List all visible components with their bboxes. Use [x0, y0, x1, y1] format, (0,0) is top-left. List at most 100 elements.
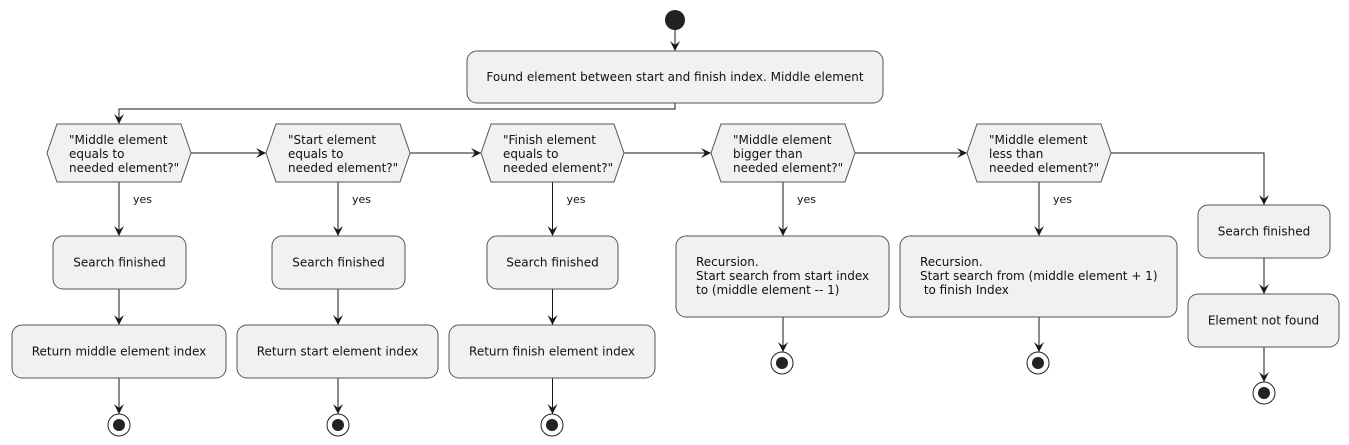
edge-branch-2-step-2-arrowhead — [333, 404, 343, 414]
decision-5-text-line: needed element?" — [989, 161, 1099, 175]
edge-else-step-2-arrowhead — [1259, 372, 1269, 382]
yes-label-2: yes — [352, 193, 371, 206]
yes-label-1: yes — [133, 193, 152, 206]
branch-1-action-2-text: Return middle element index — [32, 345, 207, 359]
start-action-text: Found element between start and finish i… — [486, 70, 863, 84]
edge-branch-5-step-1-arrowhead — [1034, 342, 1044, 352]
else-action-1: Search finished — [1197, 204, 1331, 259]
start-node — [665, 10, 685, 30]
decision-5-text-line: "Middle element — [989, 133, 1088, 147]
branch-1-action-1: Search finished — [52, 235, 187, 290]
start-action: Found element between start and finish i… — [466, 50, 884, 104]
end-node-5 — [1026, 351, 1050, 375]
decision-4-hexagon — [710, 123, 856, 183]
branch-1-action-2-text-line: Return middle element index — [32, 345, 207, 359]
edge-decision-3-yes-arrowhead — [547, 226, 558, 236]
decision-1-text-line: equals to — [69, 147, 124, 161]
branch-3-action-2-text: Return finish element index — [469, 345, 635, 359]
decision-4-text-line: bigger than — [733, 147, 803, 161]
decision-3-hexagon — [480, 123, 625, 183]
edge-decision-1-no-arrowhead — [256, 148, 266, 158]
decision-2-hexagon — [265, 123, 411, 183]
edge-branch-1-step-1-arrowhead — [114, 315, 124, 325]
branch-1-action-2: Return middle element index — [11, 324, 227, 379]
start-action-box — [466, 50, 884, 104]
end-node-else-ring — [1252, 381, 1276, 405]
decision-1-text-line: needed element?" — [69, 161, 179, 175]
else-action-2-box — [1187, 293, 1340, 348]
branch-4-action-1-text-line: to (middle element -- 1) — [696, 283, 839, 297]
edge-action-to-first-decision — [118, 103, 676, 124]
branch-5-action-1-text-line: Start search from (middle element + 1) — [920, 269, 1158, 283]
branch-2-action-2-text-line: Return start element index — [257, 345, 419, 359]
branch-5-action-1-box — [899, 235, 1178, 318]
end-node-5-ring — [1026, 351, 1050, 375]
end-node-2-ring — [326, 413, 350, 437]
else-action-2-text: Element not found — [1208, 314, 1319, 328]
yes-label-5: yes — [1053, 193, 1072, 206]
end-node-else — [1252, 381, 1276, 405]
decision-5-hexagon — [966, 123, 1112, 183]
decision-5-text-line: less than — [989, 147, 1043, 161]
branch-5-action-1-text-line: to finish Index — [920, 283, 1009, 297]
edge-decision-1-yes-arrowhead — [114, 226, 124, 236]
branch-2-action-2-box — [236, 324, 439, 379]
else-action-1-box — [1197, 204, 1331, 259]
decision-3-text-line: equals to — [503, 147, 558, 161]
branch-1-action-2-box — [11, 324, 227, 379]
branch-5-action-1-text-line: Recursion. — [920, 255, 983, 269]
branch-2-action-2: Return start element index — [236, 324, 439, 379]
else-action-2: Element not found — [1187, 293, 1340, 348]
decision-2-text-line: equals to — [288, 147, 343, 161]
branch-2-action-1-text-line: Search finished — [292, 256, 384, 270]
else-action-1-text: Search finished — [1218, 225, 1310, 239]
end-node-else-dot — [1258, 387, 1270, 399]
edge-decision-5-no-arrowhead — [1259, 195, 1269, 205]
branch-1-action-1-text: Search finished — [73, 256, 165, 270]
decision-3-text-line: needed element?" — [503, 161, 613, 175]
nodes: Found element between start and finish i… — [11, 10, 1340, 437]
edge-decision-4-yes-arrowhead — [778, 226, 788, 236]
edge-branch-4-step-1-arrowhead — [778, 342, 788, 352]
end-node-5-dot — [1032, 357, 1044, 369]
branch-5-action-1: Recursion.Start search from (middle elem… — [899, 235, 1178, 318]
decision-4-text-line: needed element?" — [733, 161, 843, 175]
branch-5-action-1-text: Recursion.Start search from (middle elem… — [920, 255, 1158, 297]
else-action-1-text-line: Search finished — [1218, 225, 1310, 239]
branch-4-action-1-box — [675, 235, 890, 318]
yes-label-3: yes — [567, 193, 586, 206]
branch-3-action-1-text-line: Search finished — [506, 256, 598, 270]
decision-3-text-line: "Finish element — [503, 133, 596, 147]
end-node-2-dot — [332, 419, 344, 431]
else-action-2-text-line: Element not found — [1208, 314, 1319, 328]
edge-action-to-first-decision-arrowhead — [114, 114, 124, 124]
end-node-1 — [107, 413, 131, 437]
end-node-1-ring — [107, 413, 131, 437]
decision-4-text-line: "Middle element — [733, 133, 832, 147]
decision-2-text-line: "Start element — [288, 133, 376, 147]
decision-1-text-line: "Middle element — [69, 133, 168, 147]
branch-4-action-1-text-line: Start search from start index — [696, 269, 869, 283]
branch-2-action-1-box — [271, 235, 406, 290]
end-node-4 — [770, 351, 794, 375]
branch-3-action-1-box — [486, 235, 619, 290]
end-node-1-dot — [113, 419, 125, 431]
edge-branch-3-step-1-arrowhead — [547, 315, 558, 325]
edge-else-step-1-arrowhead — [1259, 284, 1269, 294]
branch-3-action-2: Return finish element index — [448, 324, 656, 379]
edge-start-to-action-arrowhead — [670, 41, 680, 51]
edge-branch-2-step-1-arrowhead — [333, 315, 343, 325]
branch-2-action-1-text: Search finished — [292, 256, 384, 270]
